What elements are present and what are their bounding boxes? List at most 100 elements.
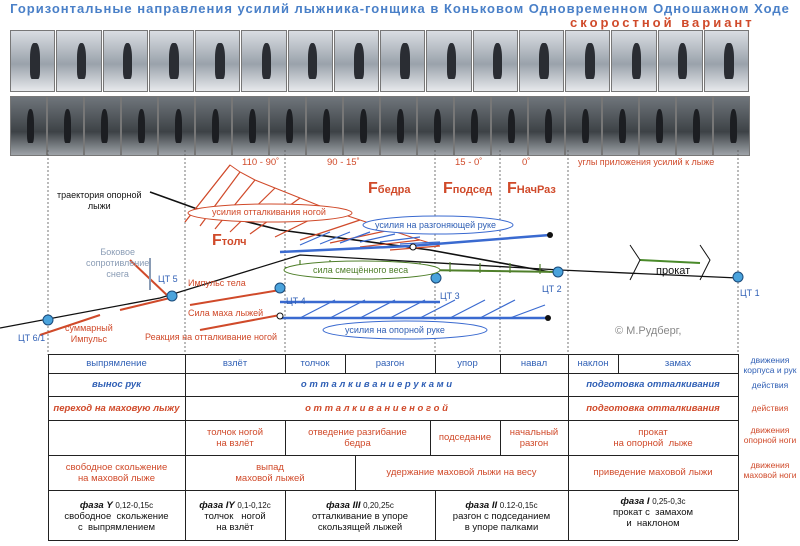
row3-cell-3: подготовка отталкивания [586,402,720,414]
skier-figure [76,43,87,79]
ct2-label: ЦТ 2 [542,284,562,294]
skier-figure [581,108,590,144]
photo-frame-top [565,30,611,92]
row4-cell-3: подседание [438,432,492,443]
angle-label-1: 110 - 90˚ [242,157,280,168]
shifted-weight-label: сила смещённого веса [313,265,409,275]
skier-figure [359,108,368,144]
leg-push-ellipse [187,203,353,223]
angle-label-4: 0˚ [522,157,531,168]
photo-frame-bottom [676,96,713,156]
photo-frame-bottom [528,96,565,156]
skier-figure [26,108,35,144]
photo-frame-bottom [158,96,195,156]
skier-figure [724,43,734,79]
photo-frame-bottom [343,96,380,156]
ct5-label: ЦТ 5 [158,274,178,284]
skier-figure [100,108,109,144]
f-bedra-label: Fбедра [368,180,411,197]
skier-figure [122,43,133,79]
photo-frame-top [148,30,194,92]
photo-frame-top [472,30,518,92]
f-nachraz-label: FНачРаз [507,180,556,197]
skier-figure [211,108,220,144]
side-resistance-label: Боковое сопротивление снега [86,247,150,279]
row1-cell-1: выпрямление [86,358,147,369]
ski-swing-label: Сила маха лыжей [188,308,264,318]
row1-cell-5: упор [457,358,478,369]
row1-label: движения корпуса и рук [743,355,797,375]
photo-frame-bottom [602,96,639,156]
photo-frame-top [56,30,102,92]
row5-cell-2: выпад маховой лыжей [235,461,305,484]
impulse-arrows [39,259,281,336]
photo-frame-top [195,30,241,92]
photo-frame-top [657,30,703,92]
phase-5: фаза Y 0,12-0,15с свободное скольжение с… [64,500,169,533]
force-diagram [0,150,744,355]
photo-frame-bottom [491,96,528,156]
photo-frame-bottom [121,96,158,156]
row4-cell-5: прокат на опорной лыже [613,426,693,449]
photo-frame-top [241,30,287,92]
row1-cell-3: толчок [300,358,330,369]
skier-figure [492,43,503,79]
phase-3: фаза III 0,20,25с отталкивание в упоре с… [311,500,409,533]
photo-frame-top [518,30,564,92]
photo-frame-bottom [454,96,491,156]
phase-1: фаза I 0,25-0,3с прокат с замахом и накл… [612,496,694,529]
skier-figure [433,108,442,144]
photo-frame-top [380,30,426,92]
photo-frame-top [333,30,379,92]
row2-cell-1: вынос рук [92,379,141,390]
leg-push-envelope [184,164,441,247]
photo-frame-bottom [306,96,343,156]
row2-cell-3: подготовка отталкивания [586,379,720,390]
f-tolch-label: Fтолч [212,232,247,249]
photo-frame-bottom [639,96,676,156]
skier-figure [285,108,294,144]
photo-frame-top [426,30,472,92]
skier-figure [63,108,72,144]
phase-2: фаза II 0.12-0,15с разгон с подседанием … [452,500,551,533]
photo-frame-bottom [380,96,417,156]
photo-frame-bottom [84,96,121,156]
row4-label: движения опорной ноги [743,425,797,445]
support-ski-line [149,191,551,273]
skier-figure [396,108,405,144]
skier-figure [539,43,549,79]
skier-figure [137,108,146,144]
skier-figure [729,108,738,144]
row3-label: действия [751,403,789,413]
row1-cell-2: взлёт [222,358,248,369]
skier-figure [169,43,179,79]
glide-green-line [639,259,701,264]
glide-label: прокат [656,265,691,277]
shifted-weight-ellipse [283,260,441,280]
page-title: Горизонтальные направления усилий лыжник… [10,1,790,16]
photo-frame-bottom [565,96,602,156]
row4-cell-2: отведение разгибание бедра [308,426,407,449]
photo-frame-bottom [195,96,232,156]
row1-cell-7: наклон [577,358,609,369]
pole-tips [545,232,553,321]
leg-push-label: усилия отталкивания ногой [212,207,326,217]
photo-frame-bottom [713,96,750,156]
arm-accel-label: усилия на разгоняющей руке [375,220,497,230]
ct1-label: ЦТ 1 [740,288,760,298]
ct4-label: ЦТ 4 [286,296,306,306]
skier-figure [307,43,318,79]
skier-figure [585,43,595,79]
row5-cell-3: удержание маховой лыжи на весу [386,467,537,478]
arm-accel-ellipse [362,215,514,235]
photo-frame-top [102,30,148,92]
angle-label-5: углы приложения усилий к лыже [578,157,715,167]
row1-cell-6: навал [520,358,548,369]
row5-cell-4: приведение маховой лыжи [593,467,713,478]
skier-figure [507,108,516,144]
skier-figure [400,43,410,79]
row5-cell-1: свободное скольжение на маховой лыже [65,461,168,484]
photo-frame-top [611,30,657,92]
trajectory-label: траектория опорной лыжи [57,190,142,211]
row2-label: действия [751,380,789,390]
